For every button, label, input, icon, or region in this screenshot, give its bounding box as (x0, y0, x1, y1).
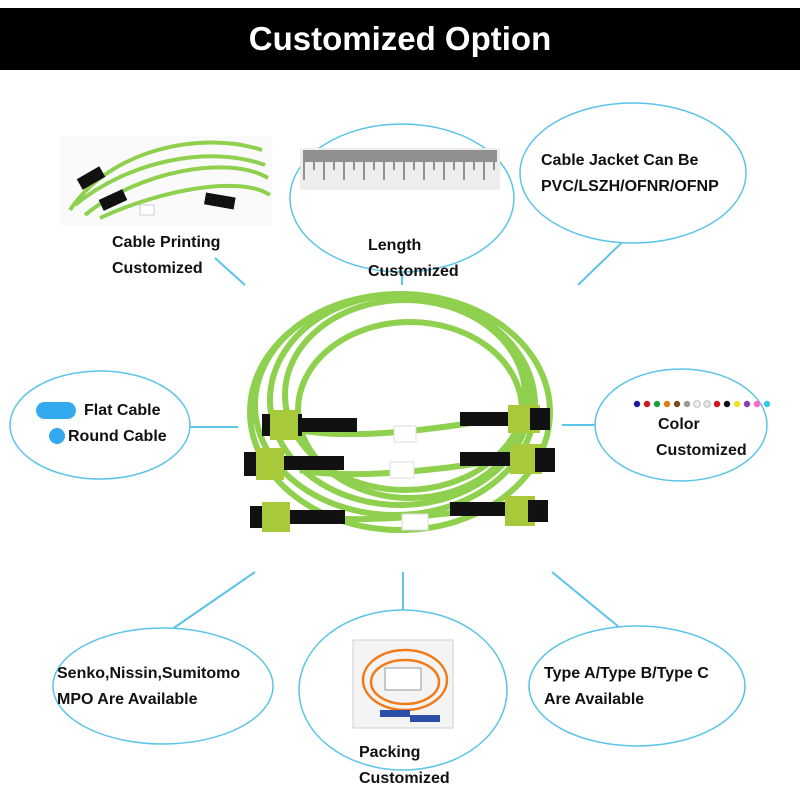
cable-printing-label: Cable Printing Customized (112, 230, 220, 282)
types-line1: Type A/Type B/Type C (544, 665, 709, 682)
page-title: Customized Option (248, 20, 552, 57)
color-swatch (713, 400, 721, 408)
color-swatch (693, 400, 701, 408)
flat-cable-icon (36, 402, 76, 419)
color-swatch (643, 400, 651, 408)
color-swatch (663, 400, 671, 408)
packing-line2: Customized (359, 770, 450, 787)
color-swatch (763, 400, 771, 408)
length-line1: Length (368, 237, 422, 254)
jacket-label: Cable Jacket Can Be PVC/LSZH/OFNR/OFNP (541, 148, 719, 200)
cable-printing-line2: Customized (112, 260, 203, 277)
color-swatches (633, 400, 771, 408)
color-label: Color Customized (656, 412, 747, 464)
types-label: Type A/Type B/Type C Are Available (544, 661, 709, 713)
round-cable-label: Round Cable (68, 428, 167, 445)
header-banner: Customized Option (0, 0, 800, 80)
color-swatch (723, 400, 731, 408)
jacket-line2: PVC/LSZH/OFNR/OFNP (541, 178, 719, 195)
color-swatch (753, 400, 761, 408)
color-swatch (653, 400, 661, 408)
color-line1: Color (658, 416, 700, 433)
connectors-label: Senko,Nissin,Sumitomo MPO Are Available (57, 661, 240, 713)
color-swatch (733, 400, 741, 408)
cable-printing-photo (60, 136, 272, 226)
shape-label: Flat Cable Round Cable (68, 398, 167, 450)
ruler-image (300, 148, 500, 190)
color-swatch (673, 400, 681, 408)
packing-bag-image (352, 639, 454, 729)
packing-line1: Packing (359, 744, 421, 761)
connectors-line2: MPO Are Available (57, 691, 198, 708)
color-swatch (703, 400, 711, 408)
length-label: Length Customized (368, 233, 459, 285)
main-cable-photo (244, 291, 555, 533)
cable-printing-line1: Cable Printing (112, 234, 221, 251)
header-bar (0, 8, 800, 70)
types-line2: Are Available (544, 691, 645, 708)
connector-row-3 (250, 496, 548, 532)
color-swatch (633, 400, 641, 408)
round-cable-icon (49, 428, 65, 444)
packing-label: Packing Customized (359, 740, 450, 792)
connector-row-2 (244, 444, 555, 480)
jacket-line1: Cable Jacket Can Be (541, 152, 699, 169)
color-swatch (743, 400, 751, 408)
color-line2: Customized (656, 442, 747, 459)
connectors-line1: Senko,Nissin,Sumitomo (57, 665, 241, 682)
color-swatch (683, 400, 691, 408)
length-line2: Customized (368, 263, 459, 280)
connector-row-1 (262, 405, 550, 440)
flat-cable-label: Flat Cable (84, 402, 161, 419)
